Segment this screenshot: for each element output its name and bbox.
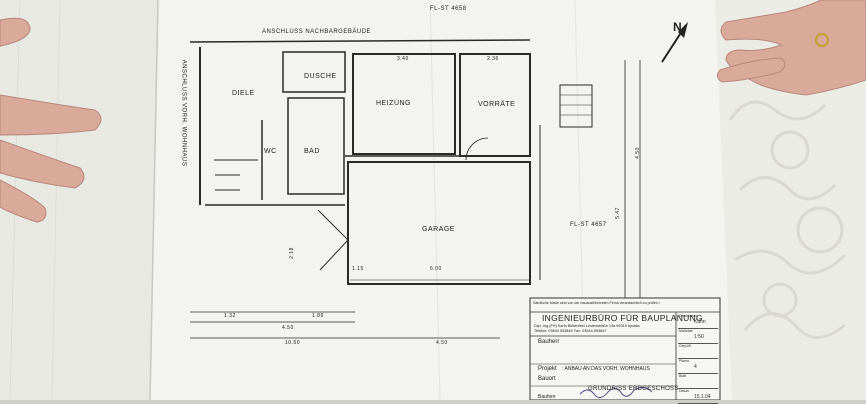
meta-label: Plannr.	[679, 359, 690, 363]
dim-d10: 1.15	[352, 266, 364, 272]
office-contact: Telefon: 03644 553846 Fax: 03644 553847	[534, 329, 607, 333]
meta-row: Geprüft	[678, 344, 718, 359]
drawing-title: GRUNDRISS ERDGESCHOSS	[588, 386, 679, 392]
left-sheet	[0, 0, 162, 400]
meta-label: Gezeichnet	[679, 314, 697, 318]
dim-d6: 1.89	[312, 313, 324, 319]
title-block-frame	[529, 297, 721, 400]
meta-row: Plannr. 4	[678, 359, 718, 374]
room-garage: GARAGE	[422, 226, 455, 233]
dim-d8: 4.50	[436, 340, 448, 346]
dim-d3: 4.50	[634, 147, 641, 159]
room-diele: DIELE	[232, 90, 255, 97]
bauherr-bottom: Bauherr	[538, 394, 556, 400]
dim-d12: 10.50	[285, 340, 301, 346]
left-hand	[0, 17, 102, 223]
dim-d9: 2.18	[288, 247, 295, 259]
top-note: ANSCHLUSS NACHBARGEBÄUDE	[262, 29, 372, 35]
meta-value: 4	[694, 364, 697, 370]
ring	[814, 32, 830, 48]
meta-value: Kühn	[694, 319, 706, 325]
dim-d7: 4.50	[282, 325, 294, 331]
room-wc: WC	[264, 148, 277, 155]
office-name: INGENIEURBÜRO FÜR BAUPLANUNG	[542, 313, 703, 323]
side-note: ANSCHLUSS VORH. WOHNHAUS	[180, 59, 187, 167]
dim-d2: 2.36	[487, 56, 499, 62]
north-mark: N	[673, 20, 683, 34]
bauherr-label: Bauherr	[538, 339, 560, 345]
room-bad: BAD	[304, 148, 320, 155]
right-hand	[716, 0, 866, 96]
meta-label: Datum	[679, 389, 690, 393]
office-address: Dipl.-Ing.(FH) Karin Birkenfeld Lindenst…	[534, 324, 640, 328]
meta-label: Blatt	[679, 374, 687, 378]
bauort-label: Bauort	[538, 376, 556, 382]
meta-label: Geprüft	[679, 344, 691, 348]
projekt-label: Projekt	[538, 366, 557, 372]
dim-d5: 1.32	[224, 313, 236, 319]
meta-row: Blatt	[678, 374, 718, 389]
meta-value: 15.1.04	[694, 394, 711, 400]
plot-label-top: FL-ST 4658	[430, 6, 467, 12]
signature-scribble	[579, 386, 653, 398]
floor-plan	[189, 39, 641, 339]
plot-label-right: FL-ST 4657	[570, 222, 607, 228]
meta-row: Datum 15.1.04	[678, 389, 718, 404]
dim-d11: 5.47	[614, 207, 621, 219]
room-vorraete: VORRÄTE	[478, 101, 516, 108]
room-dusche: DUSCHE	[304, 73, 337, 80]
room-heizung: HEIZUNG	[376, 100, 411, 107]
dim-d1: 3.40	[397, 56, 409, 62]
meta-label: Maßstab	[679, 329, 693, 333]
meta-value: 1:50	[694, 334, 704, 340]
lace-pattern	[728, 100, 847, 339]
projekt-value: : ANBAU AN DAS VORH. WOHNHAUS	[562, 366, 650, 372]
dim-d4: 6.00	[430, 266, 442, 272]
disclaimer: Sämtliche Maße sind von der bauausführen…	[533, 301, 660, 305]
